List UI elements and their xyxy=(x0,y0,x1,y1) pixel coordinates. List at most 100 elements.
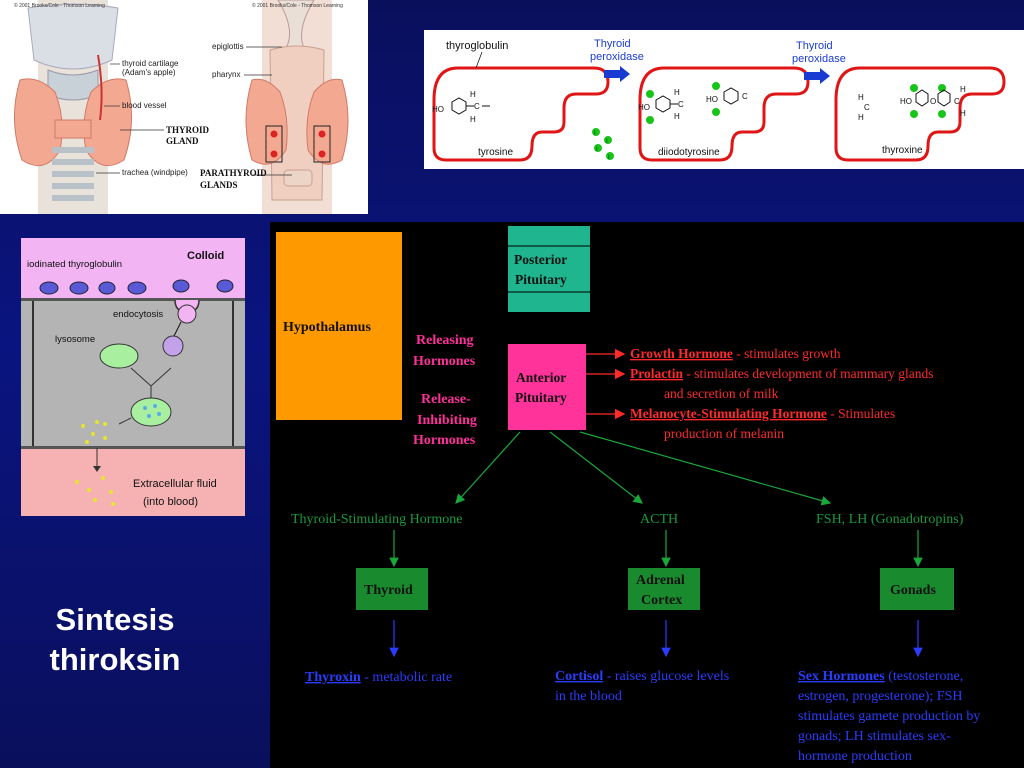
svg-text:© 2001 Brooks/Cole - Thomson L: © 2001 Brooks/Cole - Thomson Learning xyxy=(14,2,105,9)
svg-text:estrogen, progesterone); FSH: estrogen, progesterone); FSH xyxy=(798,689,962,704)
label-endocytosis: endocytosis xyxy=(113,309,163,320)
svg-text:gonads; LH stimulates sex-: gonads; LH stimulates sex- xyxy=(798,729,951,744)
svg-text:HO: HO xyxy=(432,105,444,114)
adrenal-cortex-label: Adrenal xyxy=(636,573,685,588)
endocytic-vesicle xyxy=(177,304,197,324)
svg-text:I: I xyxy=(594,131,596,137)
svg-text:© 2001 Brooks/Cole - Thomson L: © 2001 Brooks/Cole - Thomson Learning xyxy=(252,2,343,9)
svg-text:H: H xyxy=(674,88,680,97)
svg-text:peroxidase: peroxidase xyxy=(590,51,644,63)
cortisol-line: Cortisol - raises glucose levels xyxy=(555,669,729,684)
svg-text:Pituitary: Pituitary xyxy=(515,390,567,405)
svg-text:H: H xyxy=(960,85,966,94)
svg-text:GLAND: GLAND xyxy=(166,136,199,146)
thyroid-anatomy-illustration: thyroid cartilage (Adam's apple) blood v… xyxy=(0,0,368,214)
thyroxine-molecule: H C H HO O C H H xyxy=(858,84,966,122)
label-thyroxine: thyroxine xyxy=(882,145,923,156)
svg-text:GLANDS: GLANDS xyxy=(200,180,238,190)
label-releasing-hormones: Releasing xyxy=(416,333,474,348)
svg-text:hormone production: hormone production xyxy=(798,749,912,764)
label-thyroglobulin: thyroglobulin xyxy=(446,40,508,52)
arrow-to-tsh xyxy=(455,431,521,504)
growth-hormone-line: Growth Hormone - stimulates growth xyxy=(630,346,841,361)
lysosome-shape xyxy=(99,343,139,369)
thyroglobulin-blobs xyxy=(39,279,234,295)
svg-text:C: C xyxy=(742,92,748,101)
sex-hormones-line: Sex Hormones (testosterone, xyxy=(798,669,963,684)
iodine-atoms: I I I I xyxy=(592,128,614,161)
parathyroid-dot xyxy=(270,130,278,138)
svg-text:C: C xyxy=(954,97,960,106)
svg-text:H: H xyxy=(960,109,966,118)
svg-text:H: H xyxy=(674,112,680,121)
svg-text:Hormones: Hormones xyxy=(413,354,476,369)
svg-text:H: H xyxy=(470,90,476,99)
arrow-to-acth xyxy=(549,431,643,504)
arrow-right-icon xyxy=(604,66,630,82)
svg-text:Pituitary: Pituitary xyxy=(515,272,567,287)
label-adams-apple: (Adam's apple) xyxy=(122,68,176,77)
svg-text:in the blood: in the blood xyxy=(555,689,622,704)
svg-text:H: H xyxy=(858,93,864,102)
label-thyroid-cartilage: thyroid cartilage xyxy=(122,59,179,68)
label-thyroid-gland: THYROID xyxy=(166,125,210,135)
thyroglobulin-chain-3 xyxy=(834,66,1006,162)
fused-lysosome xyxy=(130,397,172,427)
colloid-endocytosis-diagram: Colloid iodinated thyroglobulin endocyto… xyxy=(21,238,245,516)
hypothalamus-box xyxy=(276,232,402,420)
thyroid-box xyxy=(356,568,428,610)
svg-text:HO: HO xyxy=(638,103,650,112)
svg-text:production of melanin: production of melanin xyxy=(664,426,784,441)
gonads-box xyxy=(880,568,954,610)
label-parathyroid-glands: PARATHYROID xyxy=(200,168,267,178)
svg-text:C: C xyxy=(678,100,684,109)
thyroxine-synthesis-chemistry: thyroglobulin Thyroid peroxidase Thyroid… xyxy=(424,30,1024,169)
extracellular-region xyxy=(21,448,245,516)
svg-text:I: I xyxy=(596,147,598,153)
svg-text:C: C xyxy=(474,102,480,111)
svg-text:peroxidase: peroxidase xyxy=(792,53,846,65)
svg-text:and secretion of milk: and secretion of milk xyxy=(664,386,779,401)
svg-text:stimulates gamete production b: stimulates gamete production by xyxy=(798,709,980,724)
label-epiglottis: epiglottis xyxy=(212,42,244,51)
label-tyrosine: tyrosine xyxy=(478,147,513,158)
svg-text:HO: HO xyxy=(706,95,718,104)
anterior-pituitary-label: Anterior xyxy=(516,370,566,385)
vesicle xyxy=(162,335,184,357)
thyroxine-molecules xyxy=(75,420,115,506)
thyroid-cartilage-shape xyxy=(27,3,119,70)
label-tsh: Thyroid-Stimulating Hormone xyxy=(291,512,462,527)
diiodotyrosine-molecule: HO C H H HO C xyxy=(638,82,748,124)
svg-text:H: H xyxy=(470,115,476,124)
posterior-pituitary-label: Posterior xyxy=(514,252,567,267)
label-thyroid-peroxidase-2: Thyroid xyxy=(796,40,833,52)
adrenal-cortex-box xyxy=(628,568,700,610)
label-blood-vessel: blood vessel xyxy=(122,101,167,110)
label-fsh-lh: FSH, LH (Gonadotropins) xyxy=(816,512,964,527)
svg-text:Cortex: Cortex xyxy=(641,593,682,608)
svg-text:I: I xyxy=(608,155,610,161)
cell-region xyxy=(21,300,245,448)
label-extracellular-fluid: Extracellular fluid xyxy=(133,478,217,490)
label-diiodotyrosine: diiodotyrosine xyxy=(658,147,720,158)
svg-text:H: H xyxy=(858,113,864,122)
posterior-pituitary-box xyxy=(508,226,590,312)
pituitary-hormone-flowchart: Hypothalamus Posterior Pituitary Anterio… xyxy=(270,222,1024,768)
slide-title: Sintesis thiroksin xyxy=(49,602,181,677)
thyroglobulin-chain-2 xyxy=(638,66,810,162)
tyrosine-molecule: HO C H H xyxy=(432,90,490,124)
msh-line: Melanocyte-Stimulating Hormone - Stimula… xyxy=(630,406,895,421)
label-trachea: trachea (windpipe) xyxy=(122,168,188,177)
svg-text:C: C xyxy=(864,103,870,112)
thyroxin-line: Thyroxin - metabolic rate xyxy=(305,670,452,685)
svg-text:HO: HO xyxy=(900,97,912,106)
label-lysosome: lysosome xyxy=(55,334,95,345)
svg-text:Hormones: Hormones xyxy=(413,433,476,448)
svg-text:O: O xyxy=(930,97,936,106)
svg-text:Inhibiting: Inhibiting xyxy=(417,413,477,428)
label-acth: ACTH xyxy=(640,512,678,527)
gonads-label: Gonads xyxy=(890,583,936,598)
arrow-right-icon xyxy=(804,68,830,84)
anterior-pituitary-box xyxy=(508,344,586,430)
label-thyroid-peroxidase-1: Thyroid xyxy=(594,38,631,50)
